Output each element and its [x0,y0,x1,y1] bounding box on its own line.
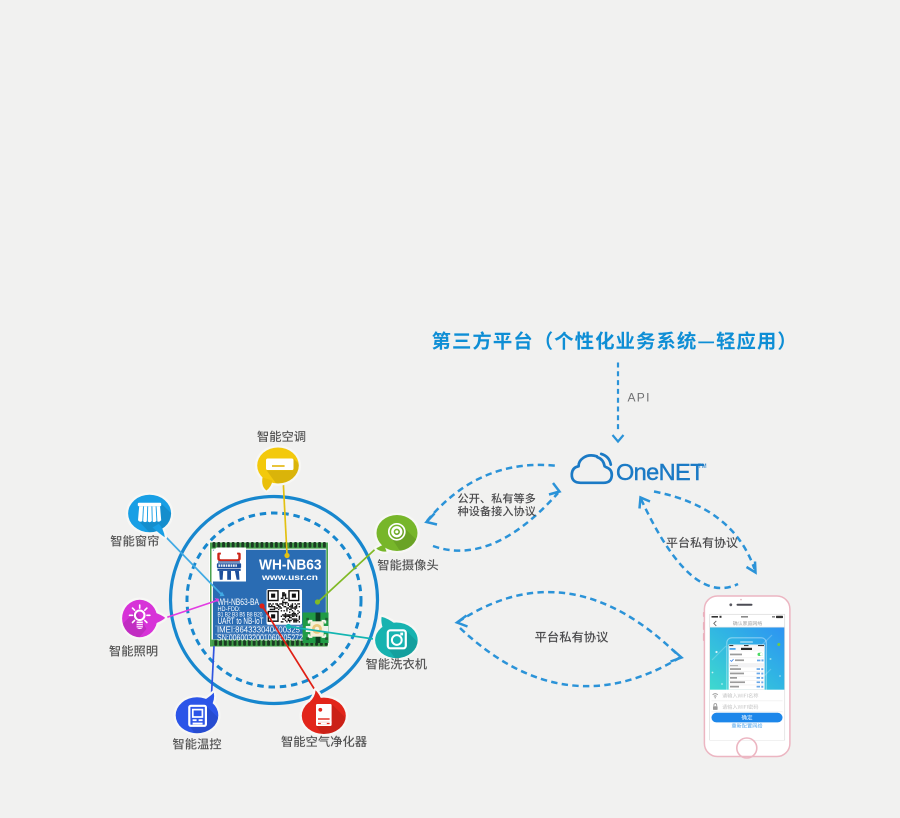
svg-text:B1 B2 B3 B5 B8 B20: B1 B2 B3 B5 B8 B20 [218,612,263,619]
svg-text:IMEI:864333040400325: IMEI:864333040400325 [217,625,301,634]
svg-text:www.usr.cn: www.usr.cn [261,573,318,582]
svg-text:API: API [628,391,651,405]
svg-text:SN:0060032001060005272: SN:0060032001060005272 [217,633,303,642]
svg-text:UART to NB-IoT: UART to NB-IoT [218,616,264,626]
svg-text:WH-NB63: WH-NB63 [259,558,322,574]
svg-text:WH-NB63-BA: WH-NB63-BA [218,597,260,608]
svg-text:TM: TM [698,464,707,470]
svg-text:HD-FDD:: HD-FDD: [218,606,241,613]
svg-text:OneNET: OneNET [616,459,704,485]
